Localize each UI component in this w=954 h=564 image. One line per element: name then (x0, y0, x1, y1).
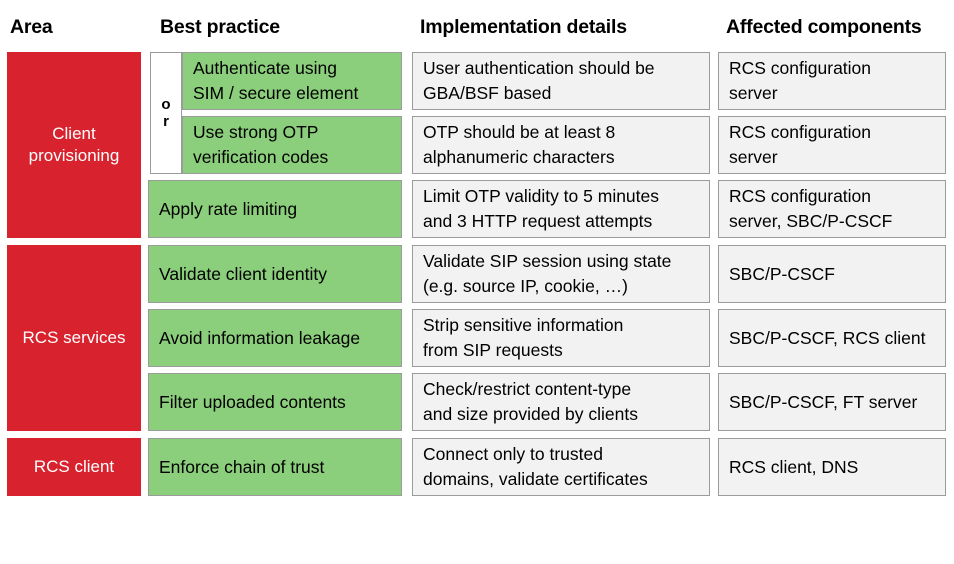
column-header-area: Area (10, 16, 53, 38)
implementation-details-cell-text: Strip sensitive information from SIP req… (423, 315, 624, 360)
implementation-details-cell-text: Connect only to trusted domains, validat… (423, 444, 648, 489)
column-header-details: Implementation details (420, 16, 627, 38)
best-practice-cell: Authenticate using SIM / secure element (182, 52, 402, 110)
implementation-details-cell-text: OTP should be at least 8 alphanumeric ch… (423, 122, 616, 167)
implementation-details-cell-text: Validate SIP session using state (e.g. s… (423, 251, 672, 296)
affected-components-cell-text: RCS configuration server (729, 122, 872, 167)
or-label-line2: r (163, 113, 169, 130)
affected-components-cell-text: RCS configuration server, SBC/P-CSCF (729, 186, 893, 231)
implementation-details-cell-text: User authentication should be GBA/BSF ba… (423, 58, 655, 103)
implementation-details-cell: User authentication should be GBA/BSF ba… (412, 52, 710, 110)
affected-components-cell-text: SBC/P-CSCF, RCS client (729, 327, 926, 348)
best-practice-cell-text: Filter uploaded contents (159, 391, 346, 412)
implementation-details-cell-text: Limit OTP validity to 5 minutes and 3 HT… (423, 186, 660, 231)
best-practice-cell-text: Avoid information leakage (159, 327, 361, 348)
affected-components-cell-text: SBC/P-CSCF, FT server (729, 391, 918, 412)
best-practice-cell: Filter uploaded contents (148, 373, 402, 431)
best-practice-cell-text: Apply rate limiting (159, 198, 298, 219)
implementation-details-cell: OTP should be at least 8 alphanumeric ch… (412, 116, 710, 174)
best-practice-cell: Avoid information leakage (148, 309, 402, 367)
affected-components-cell: RCS configuration server (718, 116, 946, 174)
best-practice-cell: Use strong OTP verification codes (182, 116, 402, 174)
best-practice-cell-text: Enforce chain of trust (159, 456, 325, 477)
affected-components-cell: SBC/P-CSCF (718, 245, 946, 303)
column-header-practice: Best practice (160, 16, 280, 38)
affected-components-cell: RCS client, DNS (718, 438, 946, 496)
implementation-details-cell: Check/restrict content-type and size pro… (412, 373, 710, 431)
column-header-affected: Affected components (726, 16, 922, 38)
best-practice-cell-text: Authenticate using SIM / secure element (193, 58, 359, 103)
best-practice-cell: Apply rate limiting (148, 180, 402, 238)
area-cell: Client provisioning (7, 52, 141, 238)
implementation-details-cell: Validate SIP session using state (e.g. s… (412, 245, 710, 303)
area-cell: RCS services (7, 245, 141, 431)
best-practice-cell-text: Validate client identity (159, 263, 327, 284)
affected-components-cell: RCS configuration server (718, 52, 946, 110)
area-label: Client provisioning (28, 124, 120, 165)
affected-components-cell-text: SBC/P-CSCF (729, 263, 835, 284)
or-label-line1: o (161, 96, 171, 113)
best-practice-cell: Enforce chain of trust (148, 438, 402, 496)
affected-components-cell-text: RCS client, DNS (729, 456, 859, 477)
best-practice-cell: Validate client identity (148, 245, 402, 303)
affected-components-cell: SBC/P-CSCF, RCS client (718, 309, 946, 367)
table-section: RCS client Enforce chain of trust Connect … (0, 438, 954, 496)
implementation-details-cell: Limit OTP validity to 5 minutes and 3 HT… (412, 180, 710, 238)
implementation-details-cell-text: Check/restrict content-type and size pro… (423, 379, 638, 424)
best-practice-cell-text: Use strong OTP verification codes (193, 122, 329, 167)
affected-components-cell: SBC/P-CSCF, FT server (718, 373, 946, 431)
table-header-row: Area Best practice Implementation detail… (0, 0, 954, 52)
implementation-details-cell: Connect only to trusted domains, validat… (412, 438, 710, 496)
area-label: RCS client (33, 457, 115, 476)
table-section: RCS services Validate client identity Vali… (0, 245, 954, 431)
area-cell: RCS client (7, 438, 141, 496)
affected-components-cell: RCS configuration server, SBC/P-CSCF (718, 180, 946, 238)
affected-components-cell-text: RCS configuration server (729, 58, 872, 103)
implementation-details-cell: Strip sensitive information from SIP req… (412, 309, 710, 367)
area-label: RCS services (22, 328, 126, 347)
